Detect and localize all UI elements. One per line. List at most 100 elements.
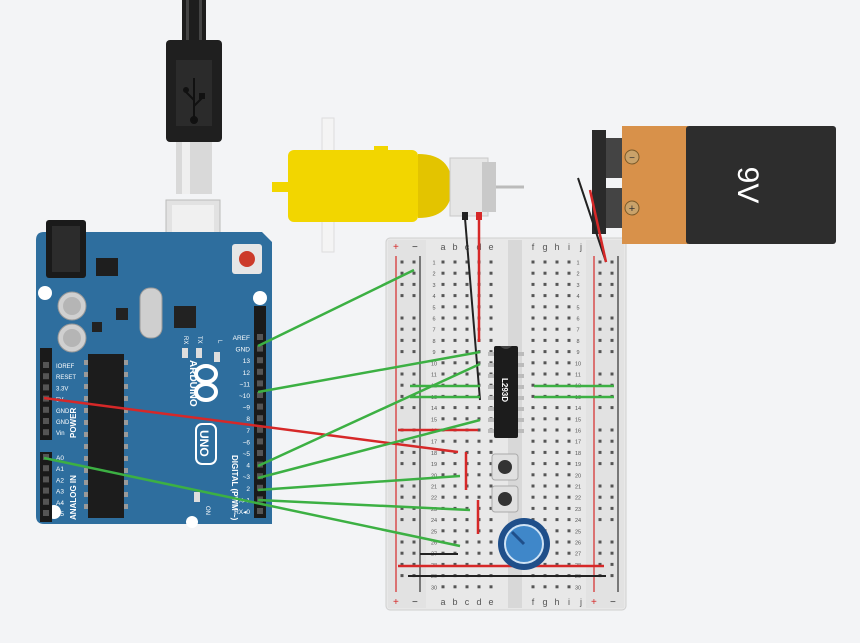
rail-hole[interactable] — [610, 518, 614, 522]
breadboard-hole[interactable] — [567, 260, 571, 264]
breadboard-hole[interactable] — [441, 305, 445, 309]
breadboard-hole[interactable] — [567, 439, 571, 443]
breadboard-hole[interactable] — [555, 518, 559, 522]
breadboard-hole[interactable] — [531, 484, 535, 488]
breadboard-hole[interactable] — [465, 282, 469, 286]
breadboard-hole[interactable] — [543, 462, 547, 466]
breadboard-hole[interactable] — [555, 450, 559, 454]
digital-pin-socket[interactable] — [257, 426, 263, 433]
breadboard-hole[interactable] — [543, 495, 547, 499]
rail-hole[interactable] — [400, 327, 404, 331]
breadboard-hole[interactable] — [441, 439, 445, 443]
breadboard-hole[interactable] — [567, 327, 571, 331]
breadboard-hole[interactable] — [489, 473, 493, 477]
breadboard-hole[interactable] — [555, 428, 559, 432]
rail-hole[interactable] — [400, 282, 404, 286]
breadboard-hole[interactable] — [531, 305, 535, 309]
breadboard-hole[interactable] — [453, 518, 457, 522]
breadboard-hole[interactable] — [543, 282, 547, 286]
breadboard-hole[interactable] — [567, 372, 571, 376]
rail-hole[interactable] — [610, 551, 614, 555]
breadboard-hole[interactable] — [567, 338, 571, 342]
breadboard-hole[interactable] — [567, 484, 571, 488]
breadboard-hole[interactable] — [453, 484, 457, 488]
breadboard-hole[interactable] — [567, 562, 571, 566]
breadboard-hole[interactable] — [453, 361, 457, 365]
breadboard-hole[interactable] — [489, 495, 493, 499]
breadboard-hole[interactable] — [543, 506, 547, 510]
rail-hole[interactable] — [412, 540, 416, 544]
breadboard-hole[interactable] — [531, 271, 535, 275]
rail-hole[interactable] — [400, 462, 404, 466]
breadboard-hole[interactable] — [555, 495, 559, 499]
breadboard-hole[interactable] — [531, 316, 535, 320]
breadboard-hole[interactable] — [453, 350, 457, 354]
breadboard-hole[interactable] — [441, 562, 445, 566]
rail-hole[interactable] — [412, 282, 416, 286]
breadboard-hole[interactable] — [567, 361, 571, 365]
rail-hole[interactable] — [400, 562, 404, 566]
breadboard-hole[interactable] — [543, 428, 547, 432]
l293d-chip[interactable]: L293D — [488, 346, 524, 438]
breadboard-hole[interactable] — [441, 585, 445, 589]
rail-hole[interactable] — [400, 260, 404, 264]
rail-hole[interactable] — [610, 439, 614, 443]
breadboard-hole[interactable] — [453, 338, 457, 342]
rail-hole[interactable] — [400, 495, 404, 499]
rail-hole[interactable] — [400, 394, 404, 398]
breadboard-hole[interactable] — [477, 450, 481, 454]
breadboard-hole[interactable] — [465, 506, 469, 510]
breadboard-hole[interactable] — [555, 462, 559, 466]
breadboard-hole[interactable] — [453, 316, 457, 320]
breadboard-hole[interactable] — [567, 551, 571, 555]
breadboard-hole[interactable] — [531, 585, 535, 589]
breadboard-hole[interactable] — [453, 473, 457, 477]
rail-hole[interactable] — [598, 506, 602, 510]
breadboard-hole[interactable] — [477, 473, 481, 477]
rail-hole[interactable] — [610, 372, 614, 376]
breadboard-hole[interactable] — [453, 529, 457, 533]
breadboard-hole[interactable] — [555, 327, 559, 331]
breadboard-hole[interactable] — [453, 495, 457, 499]
power-pin-socket[interactable] — [43, 429, 49, 436]
breadboard-hole[interactable] — [531, 260, 535, 264]
rail-hole[interactable] — [598, 294, 602, 298]
breadboard-hole[interactable] — [489, 585, 493, 589]
rail-hole[interactable] — [412, 439, 416, 443]
breadboard-hole[interactable] — [465, 406, 469, 410]
rail-hole[interactable] — [412, 260, 416, 264]
breadboard-hole[interactable] — [531, 473, 535, 477]
breadboard-hole[interactable] — [441, 529, 445, 533]
breadboard-hole[interactable] — [489, 439, 493, 443]
rail-hole[interactable] — [412, 316, 416, 320]
breadboard-hole[interactable] — [543, 271, 547, 275]
breadboard-hole[interactable] — [489, 484, 493, 488]
breadboard-hole[interactable] — [531, 282, 535, 286]
breadboard-hole[interactable] — [489, 260, 493, 264]
breadboard-hole[interactable] — [477, 417, 481, 421]
digital-pin-socket[interactable] — [257, 380, 263, 387]
breadboard-hole[interactable] — [555, 372, 559, 376]
breadboard-hole[interactable] — [441, 484, 445, 488]
breadboard-hole[interactable] — [543, 473, 547, 477]
breadboard-hole[interactable] — [465, 260, 469, 264]
rail-hole[interactable] — [610, 450, 614, 454]
digital-pin-socket[interactable] — [257, 368, 263, 375]
breadboard-hole[interactable] — [531, 406, 535, 410]
breadboard-hole[interactable] — [531, 450, 535, 454]
breadboard-hole[interactable] — [555, 361, 559, 365]
rail-hole[interactable] — [610, 294, 614, 298]
breadboard-hole[interactable] — [567, 462, 571, 466]
breadboard-hole[interactable] — [555, 585, 559, 589]
breadboard-hole[interactable] — [567, 428, 571, 432]
breadboard-hole[interactable] — [543, 316, 547, 320]
breadboard-hole[interactable] — [477, 361, 481, 365]
breadboard-hole[interactable] — [441, 473, 445, 477]
breadboard-hole[interactable] — [543, 361, 547, 365]
breadboard-hole[interactable] — [489, 327, 493, 331]
breadboard-hole[interactable] — [567, 450, 571, 454]
breadboard-hole[interactable] — [477, 462, 481, 466]
breadboard-hole[interactable] — [489, 350, 493, 354]
breadboard-hole[interactable] — [567, 495, 571, 499]
rail-hole[interactable] — [598, 551, 602, 555]
